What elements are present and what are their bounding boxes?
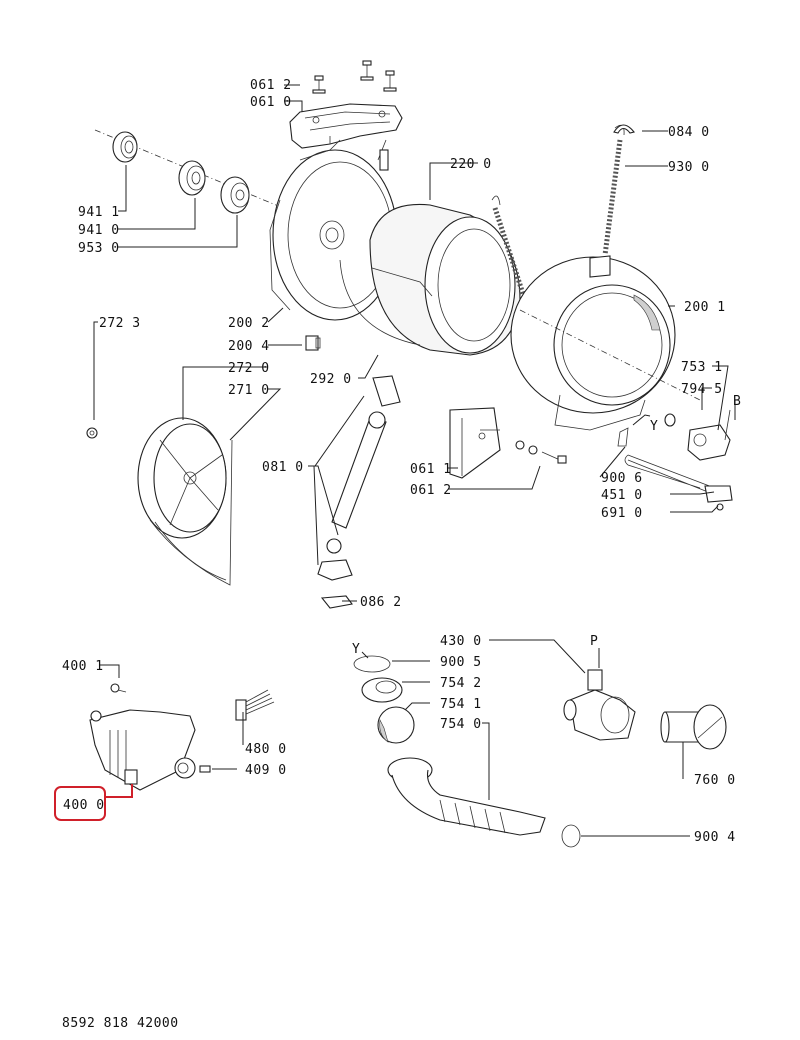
label-941-1[interactable]: 941 1 — [78, 205, 120, 220]
label-753-1[interactable]: 753 1 — [681, 360, 723, 375]
label-930-0[interactable]: 930 0 — [668, 160, 710, 175]
label-691-0[interactable]: 691 0 — [601, 506, 643, 521]
shock-absorber-081-0 — [317, 375, 401, 581]
clamp-900-5 — [353, 655, 391, 673]
bearing-axis — [94, 129, 301, 216]
label-430-0[interactable]: 430 0 — [440, 634, 482, 649]
label-272-0[interactable]: 272 0 — [228, 361, 270, 376]
document-code: 8592 818 42000 — [62, 1016, 179, 1031]
ball-754-1 — [377, 706, 415, 744]
drum-220-0 — [369, 203, 521, 356]
seal-292-0 — [339, 259, 421, 346]
label-900-5[interactable]: 900 5 — [440, 655, 482, 670]
label-200-1[interactable]: 200 1 — [684, 300, 726, 315]
label-409-0[interactable]: 409 0 — [245, 763, 287, 778]
screw-400-1 — [110, 683, 127, 693]
label-P[interactable]: P — [590, 634, 598, 649]
filter-plug-760-0 — [660, 704, 727, 750]
belt-271-0 — [149, 439, 233, 586]
label-271-0[interactable]: 271 0 — [228, 383, 270, 398]
front-tub-200-1 — [510, 255, 701, 431]
gasket-754-2 — [361, 677, 403, 703]
highlight-box-400-0 — [54, 786, 106, 821]
label-794-5[interactable]: 794 5 — [681, 382, 723, 397]
label-084-0[interactable]: 084 0 — [668, 125, 710, 140]
label-061-0[interactable]: 061 0 — [250, 95, 292, 110]
clip-900-6 — [617, 427, 629, 447]
label-900-4[interactable]: 900 4 — [694, 830, 736, 845]
pump-body-430-0 — [563, 669, 636, 741]
label-220-0[interactable]: 220 0 — [450, 157, 492, 172]
label-272-3[interactable]: 272 3 — [99, 316, 141, 331]
nut-691-0 — [716, 503, 724, 511]
label-754-0[interactable]: 754 0 — [440, 717, 482, 732]
label-480-0[interactable]: 480 0 — [245, 742, 287, 757]
nut-272-3 — [86, 427, 98, 439]
label-941-0[interactable]: 941 0 — [78, 223, 120, 238]
sump-hose-754-0 — [387, 757, 546, 836]
solenoid-valve-753-1 — [687, 409, 731, 461]
label-451-0[interactable]: 451 0 — [601, 488, 643, 503]
label-B[interactable]: B — [733, 394, 741, 409]
label-061-1[interactable]: 061 1 — [410, 462, 452, 477]
clip-084-0 — [613, 124, 635, 134]
bearing-941-1 — [112, 131, 138, 163]
label-200-2[interactable]: 200 2 — [228, 316, 270, 331]
clamp-900-4 — [561, 824, 581, 848]
counterweight-061-0 — [289, 103, 403, 149]
label-754-2[interactable]: 754 2 — [440, 676, 482, 691]
label-400-1[interactable]: 400 1 — [62, 659, 104, 674]
label-760-0[interactable]: 760 0 — [694, 773, 736, 788]
spring-930-0 — [602, 124, 625, 256]
label-061-2-bracket[interactable]: 061 2 — [410, 483, 452, 498]
label-900-6[interactable]: 900 6 — [601, 471, 643, 486]
pulley-272-0 — [137, 417, 227, 539]
bush-794-5 — [664, 413, 676, 427]
label-Y-upper[interactable]: Y — [650, 419, 658, 434]
connector-480-0 — [235, 689, 275, 721]
label-061-2[interactable]: 061 2 — [250, 78, 292, 93]
label-200-4[interactable]: 200 4 — [228, 339, 270, 354]
bracket-061-1 — [449, 407, 501, 479]
label-953-0[interactable]: 953 0 — [78, 241, 120, 256]
spring-930-0-left — [491, 195, 528, 301]
bearing-941-0 — [178, 160, 206, 196]
leader-lines — [93, 84, 736, 837]
screws-061-2 — [312, 60, 397, 94]
washers-bolt-061-2 — [515, 440, 567, 464]
heater-451-0 — [624, 454, 733, 503]
label-754-1[interactable]: 754 1 — [440, 697, 482, 712]
label-081-0[interactable]: 081 0 — [262, 460, 304, 475]
drain-pump-400-0 — [89, 709, 196, 791]
filter-409-0 — [199, 765, 211, 773]
label-292-0[interactable]: 292 0 — [310, 372, 352, 387]
label-Y-lower[interactable]: Y — [352, 642, 360, 657]
seal-953-0 — [220, 176, 250, 214]
label-400-0[interactable]: 400 0 — [63, 798, 105, 813]
clip-200-4 — [305, 335, 321, 351]
part-labels[interactable]: 061 2 061 0 084 0 930 0 220 0 941 1 941 … — [62, 78, 741, 845]
label-086-2[interactable]: 086 2 — [360, 595, 402, 610]
clip-086-2 — [320, 595, 353, 609]
